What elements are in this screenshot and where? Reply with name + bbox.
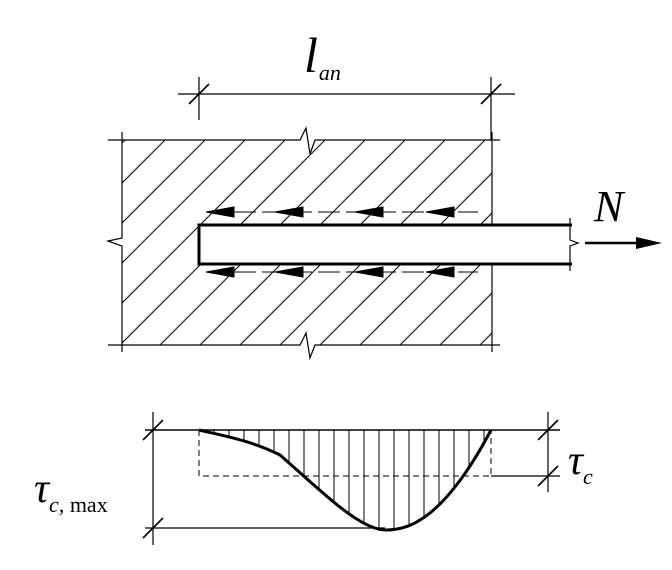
arrow-head — [425, 266, 455, 278]
anchored-bar — [197, 218, 580, 271]
arrow-head — [274, 206, 304, 218]
tau-max-subscript-c: c — [49, 492, 59, 517]
force-label: N — [594, 182, 624, 231]
length-symbol: l — [304, 27, 318, 83]
bond-arrows-bottom — [205, 266, 478, 278]
arrow-head — [425, 206, 455, 218]
tau-max-label: τc, max — [34, 466, 108, 516]
arrow-head — [205, 266, 235, 278]
tau-c-dimension — [491, 412, 560, 492]
tau-max-symbol: τ — [34, 466, 50, 512]
bond-arrows-top — [205, 206, 478, 218]
length-dimension — [178, 77, 515, 140]
tau-c-label: τc — [568, 438, 593, 488]
arrow-head — [354, 266, 384, 278]
tau-max-dimension — [142, 412, 385, 545]
anchorage-length-label: lan — [304, 27, 341, 84]
stress-hatching — [213, 430, 485, 530]
arrow-head — [205, 206, 235, 218]
dimension-tick-left — [188, 83, 210, 105]
average-stress-rect — [198, 430, 492, 477]
tau-max-subscript-max: , max — [58, 492, 108, 517]
tau-c-subscript: c — [583, 464, 593, 489]
stress-curve — [198, 428, 493, 532]
tau-c-symbol: τ — [568, 438, 584, 484]
length-subscript: an — [318, 60, 341, 85]
dimension-tick-right — [480, 83, 502, 105]
force-arrow — [585, 237, 662, 249]
arrow-head — [274, 266, 304, 278]
stress-distribution — [145, 428, 560, 532]
arrow-head — [354, 206, 384, 218]
